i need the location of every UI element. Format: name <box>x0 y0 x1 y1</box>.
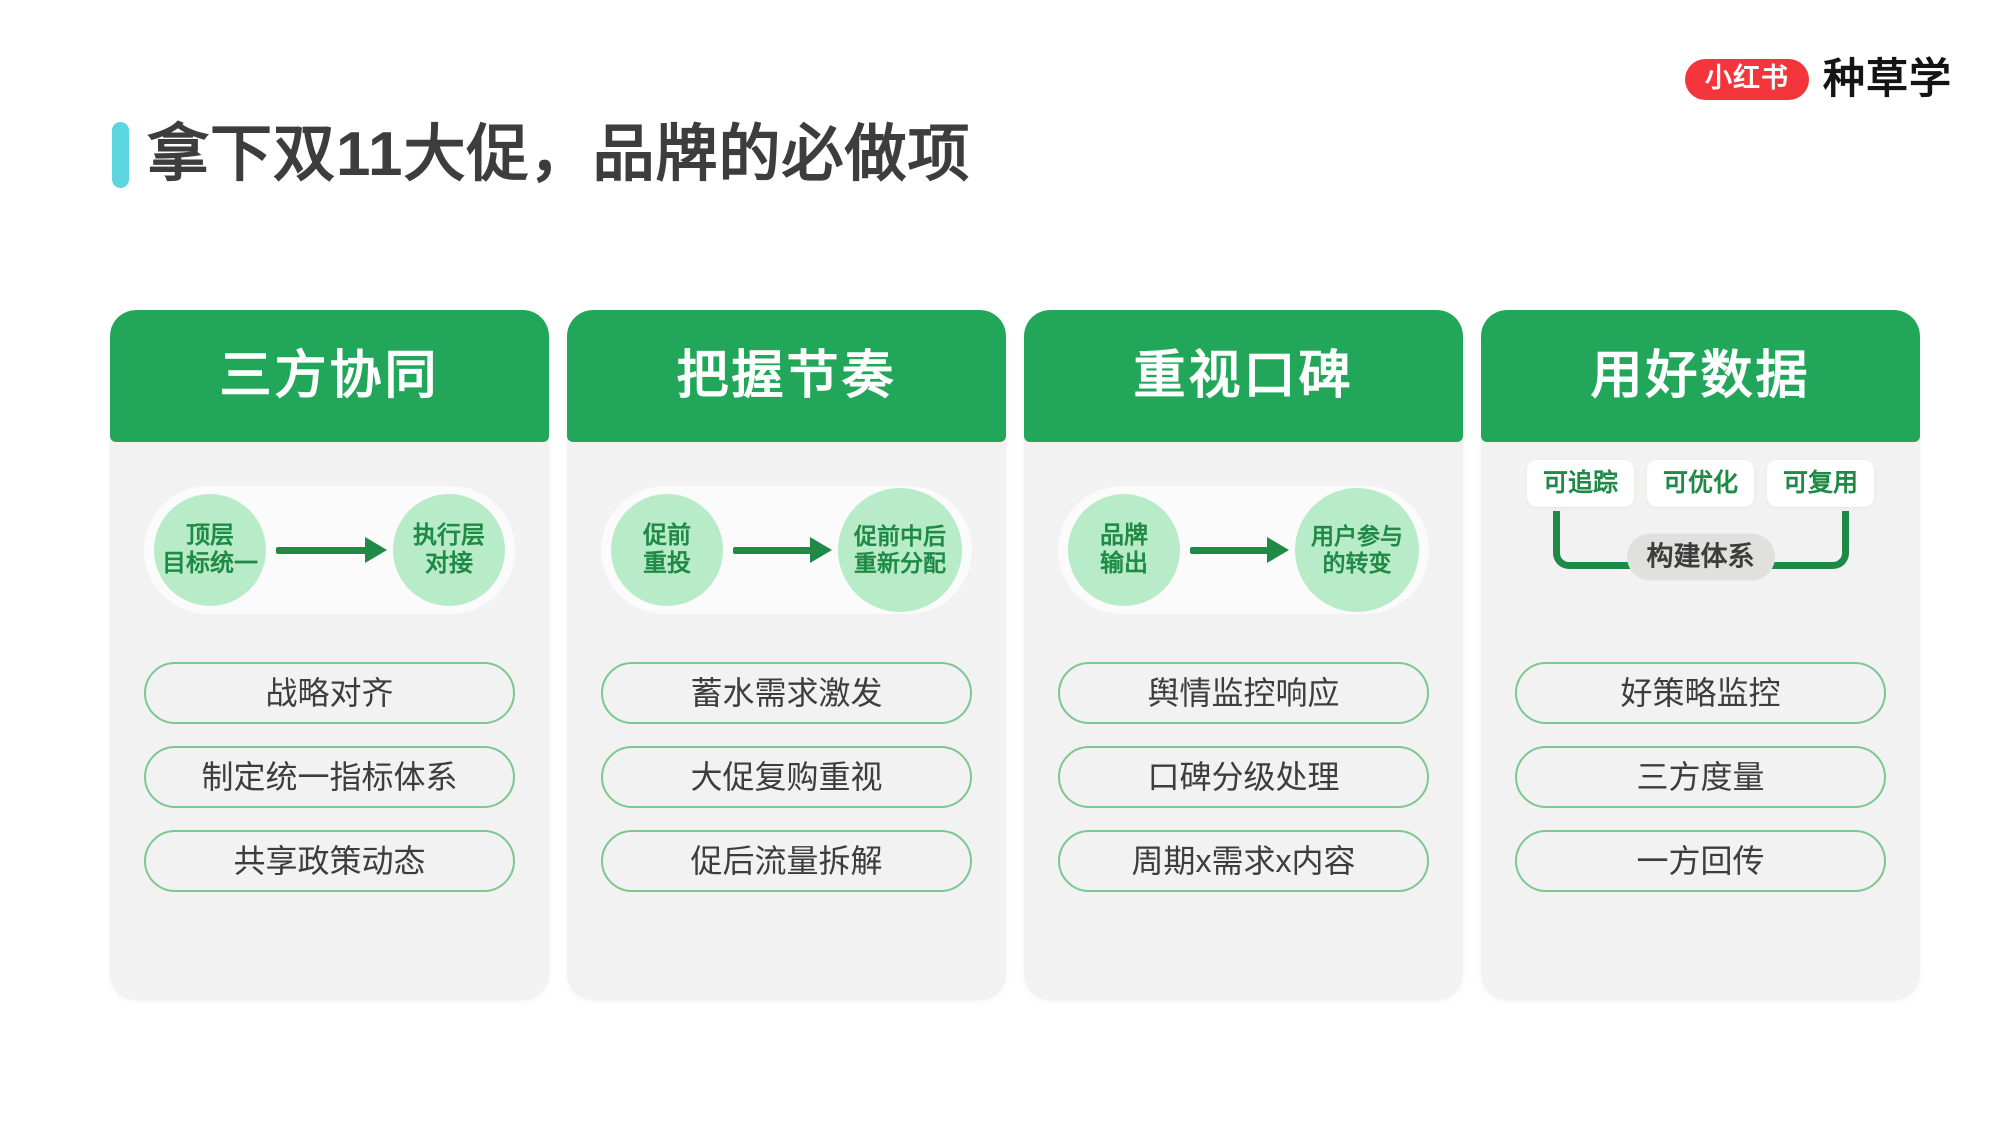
flow-node-source-line1: 品牌 <box>1100 521 1148 549</box>
flow-node-source: 顶层 目标统一 <box>154 494 266 606</box>
card-header-label: 三方协同 <box>219 347 440 405</box>
card-header-label: 把握节奏 <box>676 347 897 405</box>
chip-row: 可追踪 可优化 可复用 <box>1515 460 1886 507</box>
card-header: 重视口碑 <box>1024 310 1463 442</box>
xiaohongshu-logo-pill: 小红书 <box>1684 58 1809 100</box>
flow-arrow-icon <box>272 533 387 567</box>
flow-track: 品牌 输出 用户参与 的转变 <box>1058 486 1429 614</box>
flow-node-source-line1: 顶层 <box>186 521 234 549</box>
card-grid: 三方协同 顶层 目标统一 执行层 对接 <box>110 310 1920 1000</box>
flow-node-source: 品牌 输出 <box>1068 494 1180 606</box>
flow-node-source-line1: 促前 <box>643 521 691 549</box>
card-body: 促前 重投 促前中后 重新分配 蓄水需求激发 大促复购重视 促后流量拆解 <box>567 442 1006 1000</box>
flow-node-target-line2: 重新分配 <box>854 550 946 576</box>
bracket-diagram: 可追踪 可优化 可复用 构建体系 <box>1515 452 1886 648</box>
flow-node-target-line1: 促前中后 <box>854 522 946 549</box>
title-accent-bar <box>112 122 129 188</box>
flow-diagram: 促前 重投 促前中后 重新分配 <box>601 452 972 648</box>
page-title: 拿下双11大促，品牌的必做项 <box>112 122 971 188</box>
list-item[interactable]: 大促复购重视 <box>601 746 972 808</box>
flow-node-target: 促前中后 重新分配 <box>838 488 962 612</box>
flow-node-target: 执行层 对接 <box>393 494 505 606</box>
flow-diagram: 品牌 输出 用户参与 的转变 <box>1058 452 1429 648</box>
flow-track: 促前 重投 促前中后 重新分配 <box>601 486 972 614</box>
list-item[interactable]: 蓄水需求激发 <box>601 662 972 724</box>
flow-node-source: 促前 重投 <box>611 494 723 606</box>
list-item[interactable]: 一方回传 <box>1515 830 1886 892</box>
pill-list: 好策略监控 三方度量 一方回传 <box>1515 648 1886 970</box>
flow-node-source-line2: 重投 <box>643 550 691 577</box>
card-pace-control[interactable]: 把握节奏 促前 重投 促前中后 重新分配 <box>567 310 1006 1000</box>
list-item[interactable]: 舆情监控响应 <box>1058 662 1429 724</box>
chip-trackable[interactable]: 可追踪 <box>1526 460 1634 507</box>
card-reputation-focus[interactable]: 重视口碑 品牌 输出 用户参与 的转变 <box>1024 310 1463 1000</box>
flow-arrow-icon <box>1186 533 1289 567</box>
flow-track: 顶层 目标统一 执行层 对接 <box>144 486 515 614</box>
list-item[interactable]: 三方度量 <box>1515 746 1886 808</box>
brand-name-label: 种草学 <box>1822 55 1952 102</box>
list-item[interactable]: 好策略监控 <box>1515 662 1886 724</box>
flow-node-target-line2: 的转变 <box>1322 550 1392 576</box>
list-item[interactable]: 共享政策动态 <box>144 830 515 892</box>
flow-node-target: 用户参与 的转变 <box>1295 488 1419 612</box>
card-body: 品牌 输出 用户参与 的转变 舆情监控响应 口碑分级处理 周期x需求x内容 <box>1024 442 1463 1000</box>
card-header-label: 用好数据 <box>1590 347 1811 405</box>
pill-list: 蓄水需求激发 大促复购重视 促后流量拆解 <box>601 648 972 970</box>
flow-node-target-line1: 执行层 <box>413 521 485 549</box>
list-item[interactable]: 战略对齐 <box>144 662 515 724</box>
page-title-text: 拿下双11大促，品牌的必做项 <box>147 120 971 189</box>
card-header-label: 重视口碑 <box>1133 347 1354 405</box>
list-item[interactable]: 口碑分级处理 <box>1058 746 1429 808</box>
flow-node-target-line2: 对接 <box>425 550 473 577</box>
card-header: 用好数据 <box>1481 310 1920 442</box>
card-body: 顶层 目标统一 执行层 对接 战略对齐 制定统一指标体系 共享政策动态 <box>110 442 549 1000</box>
flow-arrow-icon <box>729 533 832 567</box>
bracket-label: 构建体系 <box>1626 533 1775 581</box>
pill-list: 战略对齐 制定统一指标体系 共享政策动态 <box>144 648 515 970</box>
system-diagram: 可追踪 可优化 可复用 构建体系 <box>1515 452 1886 648</box>
list-item[interactable]: 制定统一指标体系 <box>144 746 515 808</box>
list-item[interactable]: 周期x需求x内容 <box>1058 830 1429 892</box>
card-header: 把握节奏 <box>567 310 1006 442</box>
chip-reusable[interactable]: 可复用 <box>1767 460 1875 507</box>
list-item[interactable]: 促后流量拆解 <box>601 830 972 892</box>
flow-diagram: 顶层 目标统一 执行层 对接 <box>144 452 515 648</box>
flow-node-source-line2: 输出 <box>1100 550 1148 577</box>
card-data-usage[interactable]: 用好数据 可追踪 可优化 可复用 构建体系 <box>1481 310 1920 1000</box>
flow-node-source-line2: 目标统一 <box>162 550 258 577</box>
card-three-party-collab[interactable]: 三方协同 顶层 目标统一 执行层 对接 <box>110 310 549 1000</box>
card-header: 三方协同 <box>110 310 549 442</box>
pill-list: 舆情监控响应 口碑分级处理 周期x需求x内容 <box>1058 648 1429 970</box>
bracket-connector-wrap: 构建体系 <box>1552 511 1849 581</box>
card-body: 可追踪 可优化 可复用 构建体系 好策略监控 三方度量 一方回传 <box>1481 442 1920 1000</box>
brand-lockup: 小红书 种草学 <box>1684 55 1952 102</box>
flow-node-target-line1: 用户参与 <box>1311 522 1403 549</box>
chip-optimizable[interactable]: 可优化 <box>1646 460 1754 507</box>
